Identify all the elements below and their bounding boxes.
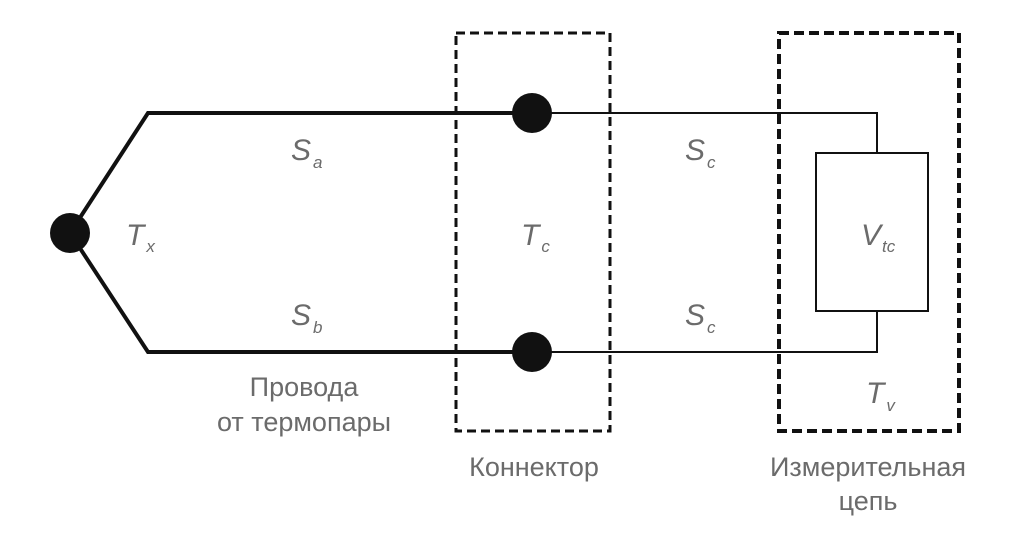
connector-box bbox=[454, 31, 612, 433]
connector-junction-top bbox=[512, 93, 552, 133]
caption-wires-line2: от термопары bbox=[217, 407, 391, 437]
thermocouple-wire-b bbox=[68, 231, 532, 354]
symbol-vtc: Vtc bbox=[861, 219, 896, 256]
caption-wires-line1: Провода bbox=[250, 372, 360, 402]
thermocouple-wire-a bbox=[68, 111, 532, 235]
caption-connector: Коннектор bbox=[469, 452, 599, 482]
caption-circuit-line1: Измерительная bbox=[770, 452, 966, 482]
copper-wire-top bbox=[532, 112, 878, 153]
hot-junction bbox=[50, 213, 90, 253]
measuring-circuit-box bbox=[777, 31, 961, 433]
voltage-measurement-block bbox=[815, 152, 929, 312]
connector-junction-bottom bbox=[512, 332, 552, 372]
caption-circuit-line2: цепь bbox=[839, 486, 898, 516]
copper-wire-bottom bbox=[532, 311, 878, 353]
